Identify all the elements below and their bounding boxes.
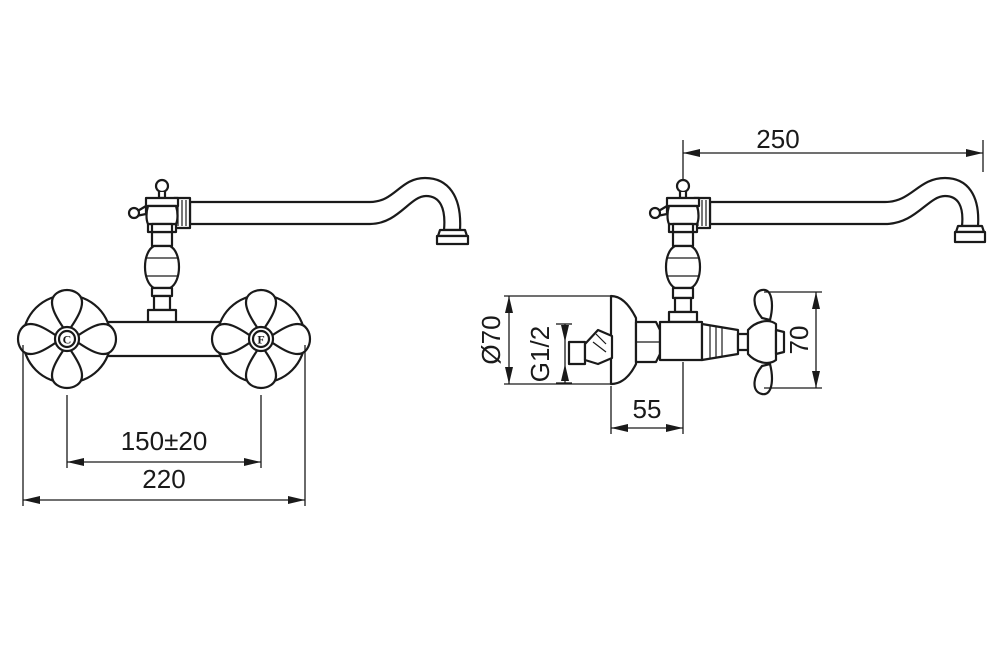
cold-handle: C (16, 288, 118, 390)
dim-projection-label: 55 (633, 394, 662, 424)
dim-handle-height-label: 70 (784, 326, 814, 355)
dim-projection: 55 (610, 362, 684, 434)
eccentric-connector (567, 328, 614, 366)
dim-spout-reach-label: 250 (756, 124, 799, 154)
front-spout (172, 176, 470, 246)
side-valve-cap (648, 178, 701, 234)
cold-handle-label: C (63, 333, 72, 347)
side-body (658, 320, 704, 362)
side-view: 250 Ø70 G1/2 55 (476, 124, 987, 434)
side-wall-flange (609, 294, 638, 386)
front-column (143, 222, 181, 324)
dim-flange-diameter: Ø70 (476, 295, 611, 385)
dim-center-distance: 150±20 (66, 395, 262, 468)
side-valve-body (700, 322, 740, 362)
dim-overall-width: 220 (22, 345, 306, 506)
dim-handle-height: 70 (764, 291, 822, 389)
dim-flange-diameter-label: Ø70 (476, 315, 506, 364)
hot-handle-label: F (257, 333, 264, 347)
dim-spout-reach: 250 (682, 124, 984, 180)
dim-connection-thread-label: G1/2 (525, 326, 555, 382)
side-column (664, 222, 702, 324)
side-handle (736, 288, 786, 396)
hot-handle: F (210, 288, 312, 390)
front-valve-cap (127, 178, 180, 234)
front-view: C F 150±20 220 (16, 176, 470, 506)
side-spout (692, 176, 987, 244)
dim-center-distance-label: 150±20 (121, 426, 208, 456)
dim-overall-width-label: 220 (142, 464, 185, 494)
dim-connection-thread: G1/2 (525, 323, 572, 384)
